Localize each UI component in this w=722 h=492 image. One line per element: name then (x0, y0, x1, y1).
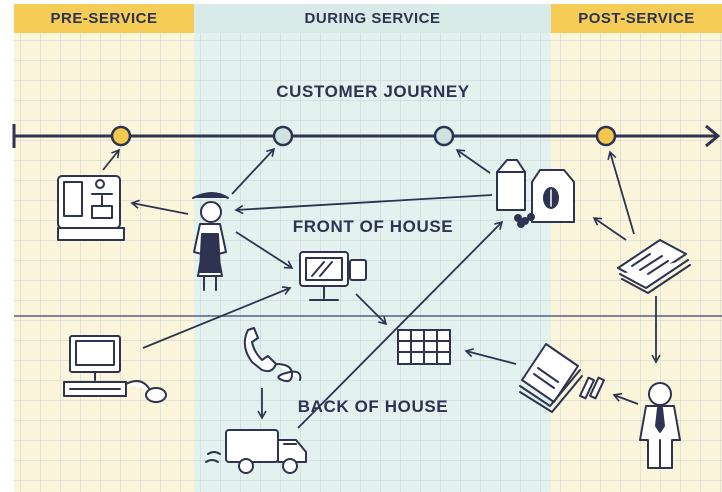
arrow-waiter-to-espresso (130, 199, 189, 215)
coffee-packages-icon (496, 159, 575, 228)
waiter-icon (192, 192, 229, 291)
touchpoint-1 (110, 125, 132, 147)
arrow-documents-to-spreadsheet (464, 348, 517, 365)
arrow-computer-to-pos (142, 286, 292, 349)
arrow-espresso-to-tp1 (102, 148, 121, 171)
arrow-manager-to-documents (612, 392, 639, 405)
arrow-packages-to-tp3 (455, 149, 491, 174)
manager-icon (639, 382, 681, 469)
phase-header-post-service: POST-SERVICE (551, 4, 722, 33)
spreadsheet-icon (397, 329, 451, 365)
arrow-newspaper-to-tp4 (607, 150, 635, 235)
phase-header-during-service: DURING SERVICE (194, 4, 551, 33)
touchpoint-4 (595, 125, 617, 147)
arrow-waiter-to-tp2 (231, 147, 276, 195)
lane-label-front-of-house: FRONT OF HOUSE (293, 217, 453, 236)
telephone-icon (243, 327, 302, 383)
grid-overlay (14, 33, 722, 492)
newspaper-icon (617, 239, 691, 294)
phase-header-pre-service: PRE-SERVICE (14, 4, 194, 33)
arrow-truck-to-packages (297, 220, 504, 429)
espresso-machine-icon (57, 175, 125, 241)
pos-terminal-icon (299, 251, 367, 301)
arrow-packages-to-waiter (234, 194, 493, 215)
delivery-truck-icon (205, 429, 307, 474)
arrow-pos-to-spreadsheet (355, 293, 388, 326)
touchpoint-2 (272, 125, 294, 147)
timeline-arrow-head (705, 124, 721, 148)
lane-label-back-of-house: BACK OF HOUSE (298, 397, 448, 416)
computer-icon (63, 335, 167, 403)
touchpoint-3 (433, 125, 455, 147)
arrow-newspaper-to-packages (592, 217, 627, 241)
arrow-waiter-to-pos (235, 231, 294, 269)
documents-icon (519, 343, 605, 413)
lane-label-customer-journey: CUSTOMER JOURNEY (276, 82, 470, 101)
